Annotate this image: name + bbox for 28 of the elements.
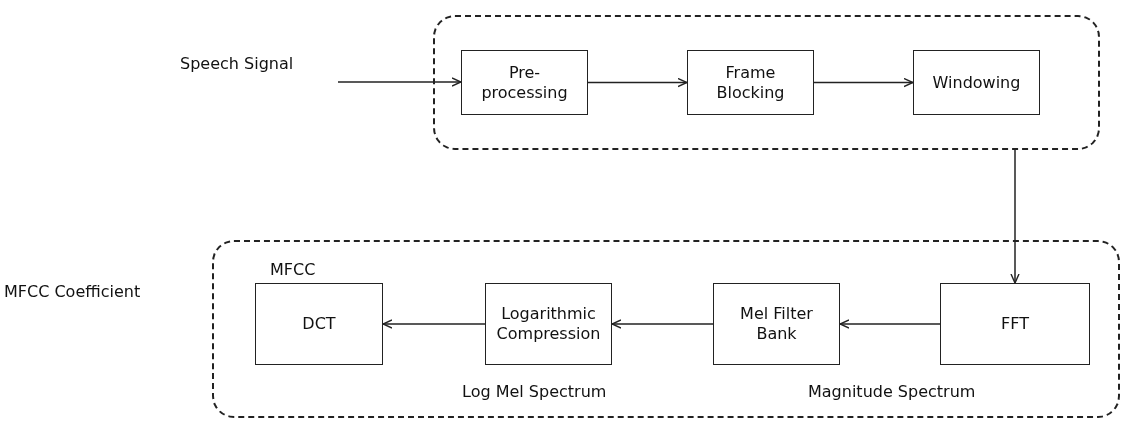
process-box bbox=[913, 50, 1040, 115]
node-label: Pre- processing bbox=[480, 62, 569, 103]
arrow bbox=[611, 319, 714, 329]
process-box bbox=[940, 283, 1090, 365]
process-box bbox=[255, 283, 383, 365]
process-box bbox=[485, 283, 612, 365]
node-label: Windowing bbox=[932, 72, 1021, 93]
node-label: Mel Filter Bank bbox=[739, 304, 814, 344]
process-box bbox=[687, 50, 814, 115]
arrow bbox=[587, 77, 688, 88]
arrow bbox=[813, 77, 914, 88]
node-label: Logarithmic Compression bbox=[495, 304, 602, 344]
annotation-label: Magnitude Spectrum bbox=[808, 382, 976, 401]
group-heading: MFCC bbox=[270, 260, 317, 280]
arrow bbox=[382, 319, 486, 329]
node-label: DCT bbox=[302, 314, 336, 334]
annotation-label: MFCC Coefficient bbox=[4, 282, 141, 301]
process-box bbox=[713, 283, 840, 365]
dashed-group-frame bbox=[433, 15, 1100, 150]
dashed-group-frame bbox=[212, 240, 1120, 418]
node-label: Frame Blocking bbox=[715, 62, 786, 103]
arrow bbox=[337, 77, 462, 87]
node-label: FFT bbox=[1001, 314, 1029, 334]
arrow bbox=[1010, 149, 1020, 284]
process-box bbox=[461, 50, 588, 115]
annotation-label: Log Mel Spectrum bbox=[462, 382, 607, 401]
arrow bbox=[839, 319, 941, 329]
node-label: Speech Signal bbox=[180, 54, 294, 74]
